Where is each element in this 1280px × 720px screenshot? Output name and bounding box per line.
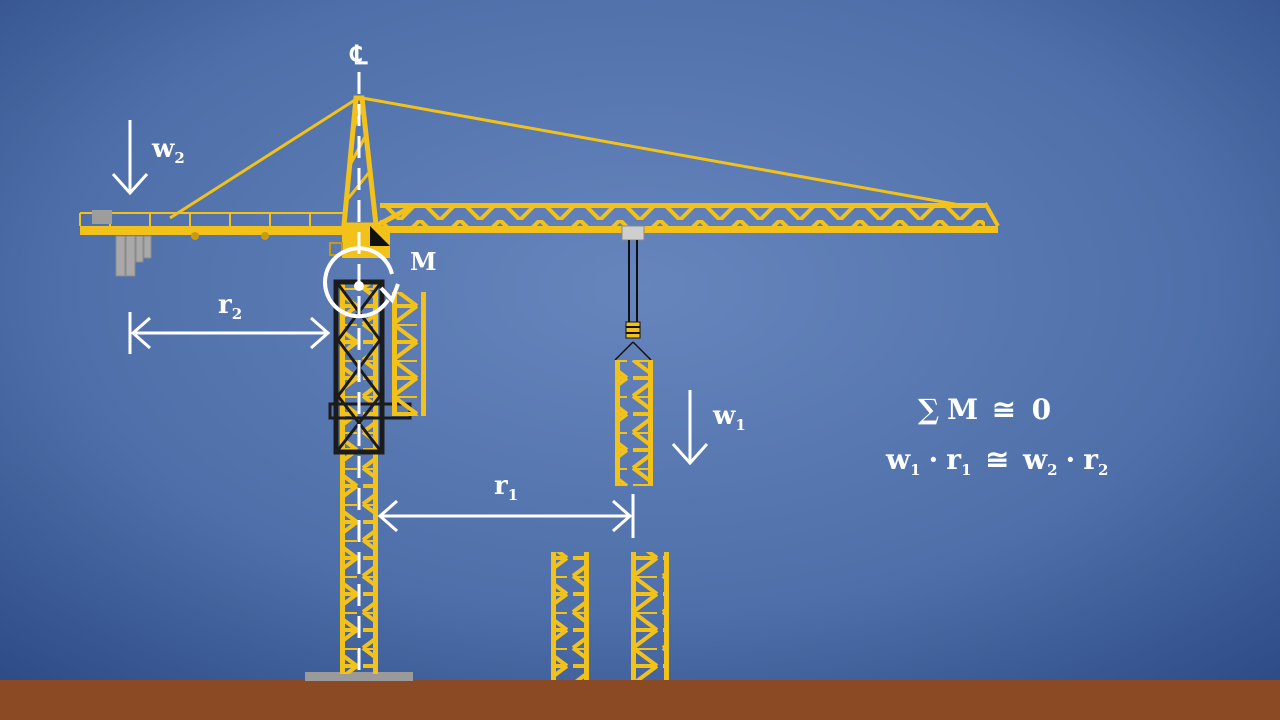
counter-jib-pendant <box>169 96 359 220</box>
tower-base-plate <box>305 672 413 681</box>
slewing-cab <box>329 226 390 258</box>
ground <box>0 680 1280 720</box>
r2-label: r2 <box>218 290 242 323</box>
equation-moment-balance: w1·r1≅w2·r2 <box>885 443 1108 479</box>
moment-arrow <box>323 246 400 319</box>
r1-dimension <box>377 494 635 538</box>
counter-jib <box>79 212 345 240</box>
jib-pendant <box>361 96 961 207</box>
ground-mast-section-1 <box>551 552 589 680</box>
counterweight-blocks <box>92 210 152 277</box>
centerline-symbol: ℄ <box>350 41 369 71</box>
r1-label: r1 <box>494 471 518 504</box>
trolley-and-hook <box>614 225 652 361</box>
equation-sum-of-moments: ∑M≅0 <box>918 393 1051 426</box>
attached-mast-section <box>392 292 426 416</box>
ground-mast-section-2 <box>631 552 669 680</box>
suspended-load <box>615 360 653 486</box>
w2-force-arrow <box>111 120 149 196</box>
r2-dimension <box>128 312 331 354</box>
w1-label: w1 <box>712 401 746 434</box>
main-jib <box>370 202 1000 233</box>
w1-force-arrow <box>671 390 709 466</box>
w2-label: w2 <box>151 134 185 167</box>
moment-label: M <box>410 247 437 276</box>
